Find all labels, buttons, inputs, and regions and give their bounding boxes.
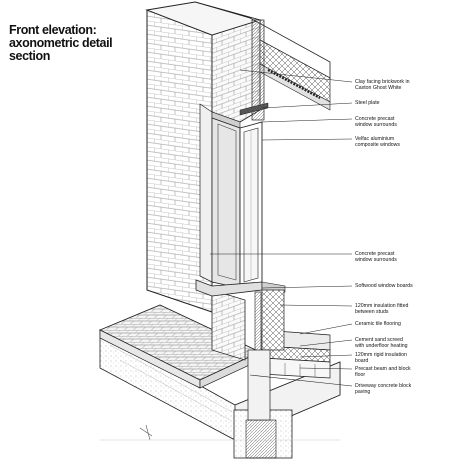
callout-text: paving <box>355 389 371 395</box>
title-line: axonometric detail <box>9 36 113 50</box>
callout-text: floor <box>355 372 366 378</box>
callout-text: Clay facing brickwork in <box>355 79 410 85</box>
callout-windows: Velfac aluminium composite windows <box>355 136 470 148</box>
steel-plate <box>211 102 269 129</box>
callout-text: Ceramic tile flooring <box>355 321 401 327</box>
leader-line <box>239 69 353 83</box>
callout-text: between studs <box>355 309 389 315</box>
leader-line <box>299 339 353 347</box>
precast-sill <box>195 279 286 297</box>
callout-text: Cement sand screed <box>355 337 403 343</box>
leader-line <box>261 102 353 109</box>
callout-text: board <box>355 358 369 364</box>
title-line: Front elevation: <box>9 23 97 37</box>
callout-text: Velfac aluminium <box>355 136 395 142</box>
callout-window-boards: Softwood window boards <box>355 283 470 289</box>
callout-text: with underfloor heating <box>355 343 408 349</box>
callout-steel-plate: Steel plate <box>355 100 470 106</box>
callout-beam-block-floor: Precast beam and block floor <box>355 366 470 378</box>
callout-text: Caxton Ghost White <box>355 85 402 91</box>
callout-text: Driveway concrete block <box>355 383 412 389</box>
callout-text: window surrounds <box>355 257 397 263</box>
leader-line <box>299 354 353 358</box>
leader-lines <box>210 69 353 387</box>
leader-line <box>261 285 353 289</box>
callout-text: Concrete precast <box>355 251 395 257</box>
callout-text: Concrete precast <box>355 116 395 122</box>
callout-tile-flooring: Ceramic tile flooring <box>355 321 470 327</box>
upper-floor-section <box>194 1 331 121</box>
callout-driveway-paving: Driveway concrete block paving <box>355 383 470 395</box>
diagram-title: Front elevation: axonometric detail sect… <box>9 24 169 63</box>
leader-line <box>261 138 353 141</box>
leader-line <box>299 367 353 370</box>
callout-text: 120mm rigid insulation <box>355 352 407 358</box>
brick-facade <box>145 1 262 361</box>
callout-precast-surround-upper: Concrete precast window surrounds <box>355 116 470 128</box>
leader-line <box>279 304 353 307</box>
callout-precast-surround-lower: Concrete precast window surrounds <box>355 251 470 263</box>
callout-stud-insulation: 120mm insulation fitted between studs <box>355 303 470 315</box>
callout-text: Softwood window boards <box>355 283 413 289</box>
foundation <box>99 329 341 459</box>
driveway-paving <box>98 304 262 389</box>
callout-text: composite windows <box>355 142 400 148</box>
leader-line <box>299 323 353 335</box>
stud-wall <box>247 289 285 421</box>
callout-text: Steel plate <box>355 100 380 106</box>
title-line: section <box>9 49 50 63</box>
leader-line <box>261 118 353 123</box>
callout-text: window surrounds <box>355 122 397 128</box>
callout-rigid-insulation: 120mm rigid insulation board <box>355 352 470 364</box>
callout-screed: Cement sand screed with underfloor heati… <box>355 337 470 349</box>
callout-text: 120mm insulation fitted <box>355 303 409 309</box>
window <box>211 117 263 289</box>
leader-line <box>249 374 353 387</box>
callout-brickwork: Clay facing brickwork in Caxton Ghost Wh… <box>355 79 470 91</box>
callout-text: Precast beam and block <box>355 366 411 372</box>
